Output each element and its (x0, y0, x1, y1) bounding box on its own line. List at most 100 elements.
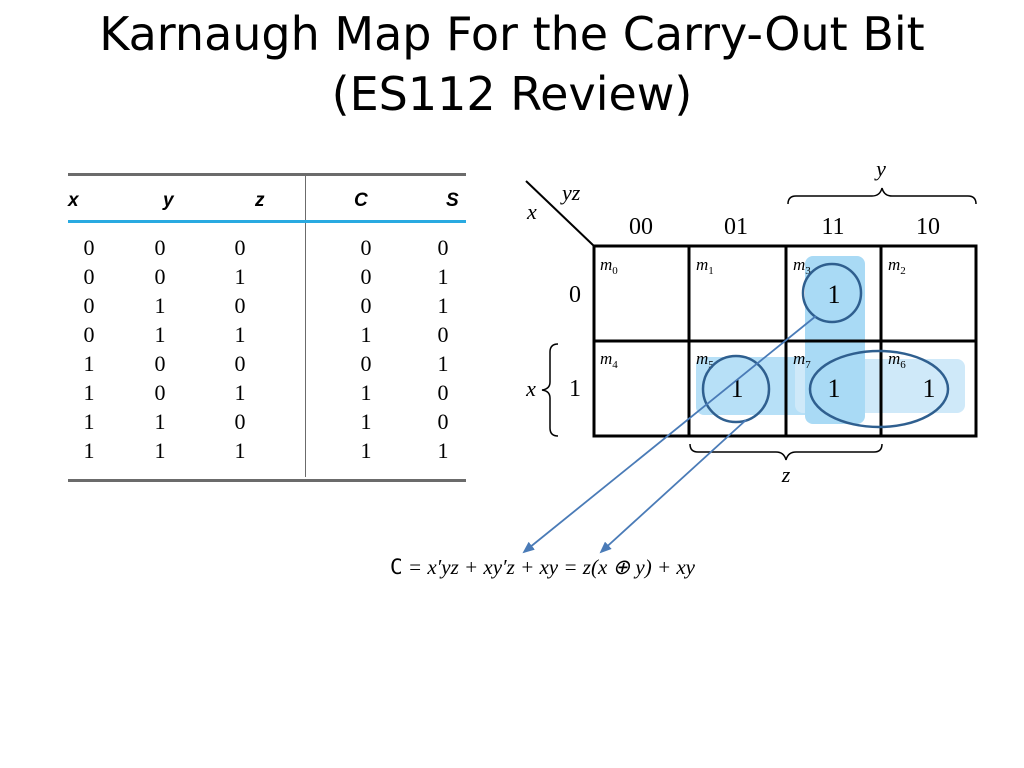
table-cell: 1 (83, 380, 95, 405)
equation-rhs: = x′yz + xy′z + xy = z(x ⊕ y) + xy (407, 555, 696, 579)
table-cell: 1 (83, 351, 95, 376)
slide-title: Karnaugh Map For the Carry-Out Bit (ES11… (0, 4, 1024, 124)
table-cell: 1 (154, 438, 166, 463)
circle-m3 (801, 262, 863, 324)
minterm-m5: m5 (696, 349, 714, 371)
table-cell: 0 (360, 293, 372, 318)
table-cell: 1 (83, 438, 95, 463)
col-header-11: 11 (821, 214, 844, 240)
minterm-m6: m6 (888, 349, 906, 371)
top-brace (787, 187, 977, 205)
table-cell: 0 (360, 235, 372, 260)
left-brace-var: x (525, 376, 536, 401)
table-top-rule (68, 173, 466, 176)
minterm-m0: m0 (600, 255, 618, 277)
table-cell: 0 (83, 235, 95, 260)
table-cell: 0 (234, 409, 246, 434)
table-cell: 1 (154, 322, 166, 347)
table-cell: 1 (360, 322, 372, 347)
minterm-m1: m1 (696, 255, 714, 277)
table-row: 1 1 1 1 1 (68, 436, 466, 465)
table-cell: 1 (360, 438, 372, 463)
minterm-m2: m2 (888, 255, 906, 277)
row-header-0: 0 (569, 282, 581, 308)
corner-row-var: x (526, 199, 537, 224)
table-cell: 1 (437, 351, 449, 376)
col-header-10: 10 (916, 214, 940, 240)
table-header: x y z C S (68, 176, 466, 223)
table-row: 1 1 0 1 0 (68, 407, 466, 436)
table-row: 1 0 0 0 1 (68, 349, 466, 378)
circle-m5 (701, 354, 771, 424)
table-cell: 0 (437, 380, 449, 405)
table-cell: 0 (154, 264, 166, 289)
table-cell: 1 (437, 293, 449, 318)
cell-value-m3: 1 (828, 280, 841, 309)
table-row: 0 1 1 1 0 (68, 320, 466, 349)
table-cell: 1 (234, 438, 246, 463)
left-brace (541, 343, 559, 437)
header-x: x (68, 190, 79, 211)
kmap-grid-border (592, 244, 978, 438)
title-line-1: Karnaugh Map For the Carry-Out Bit (99, 7, 925, 61)
highlight-pair-m7-m6 (795, 359, 965, 413)
top-brace-var: y (874, 156, 886, 181)
minterm-m7: m7 (793, 349, 811, 371)
table-row: 1 0 1 1 0 (68, 378, 466, 407)
col-header-00: 00 (629, 214, 653, 240)
table-cell: 0 (154, 235, 166, 260)
table-body: 0 0 0 0 0 0 0 1 0 1 0 1 0 0 1 0 1 1 1 0 1 0 0 0 1 1 0 1 1 0 1 1 0 1 0 1 1 1 1 1 (68, 223, 466, 482)
table-cell: 0 (154, 380, 166, 405)
header-c: C (354, 190, 368, 211)
table-row: 0 1 0 0 1 (68, 291, 466, 320)
table-cell: 1 (437, 438, 449, 463)
table-cell: 0 (437, 409, 449, 434)
table-cell: 1 (437, 264, 449, 289)
bottom-brace (689, 443, 883, 461)
table-cell: 1 (360, 380, 372, 405)
table-row: 0 0 1 0 1 (68, 262, 466, 291)
table-cell: 1 (234, 380, 246, 405)
ellipse-m7-m6 (808, 349, 950, 429)
cell-value-m6: 1 (923, 374, 936, 403)
arrow-from-m5 (599, 419, 747, 554)
table-cell: 0 (360, 351, 372, 376)
cell-value-m5: 1 (731, 374, 744, 403)
table-cell: 0 (437, 235, 449, 260)
header-z: z (255, 190, 265, 211)
table-cell: 0 (234, 293, 246, 318)
table-cell: 1 (234, 322, 246, 347)
table-separator (305, 173, 306, 477)
table-cell: 0 (83, 293, 95, 318)
table-cell: 1 (154, 409, 166, 434)
highlight-pair-m5-m7 (696, 357, 866, 415)
corner-col-var: yz (560, 180, 581, 205)
table-cell: 0 (154, 351, 166, 376)
row-header-1: 1 (569, 376, 581, 402)
arrow-from-m3 (522, 315, 817, 554)
table-cell: 0 (360, 264, 372, 289)
table-cell: 1 (83, 409, 95, 434)
table-row: 0 0 0 0 0 (68, 233, 466, 262)
title-line-2: (ES112 Review) (331, 67, 693, 121)
equation-lhs: C (390, 555, 403, 579)
carry-equation: C = x′yz + xy′z + xy = z(x ⊕ y) + xy (390, 555, 695, 580)
table-cell: 0 (83, 264, 95, 289)
minterm-m4: m4 (600, 349, 618, 371)
table-cell: 0 (234, 351, 246, 376)
highlight-pair-m3-m7 (805, 256, 865, 424)
table-cell: 1 (234, 264, 246, 289)
table-cell: 1 (154, 293, 166, 318)
table-cell: 1 (360, 409, 372, 434)
bottom-brace-var: z (781, 462, 791, 487)
header-s: S (446, 190, 459, 211)
table-cell: 0 (437, 322, 449, 347)
cell-value-m7: 1 (828, 374, 841, 403)
table-cell: 0 (234, 235, 246, 260)
header-y: y (163, 190, 174, 211)
corner-diagonal (525, 180, 595, 247)
col-header-01: 01 (724, 214, 748, 240)
table-cell: 0 (83, 322, 95, 347)
minterm-m3: m3 (793, 255, 811, 277)
